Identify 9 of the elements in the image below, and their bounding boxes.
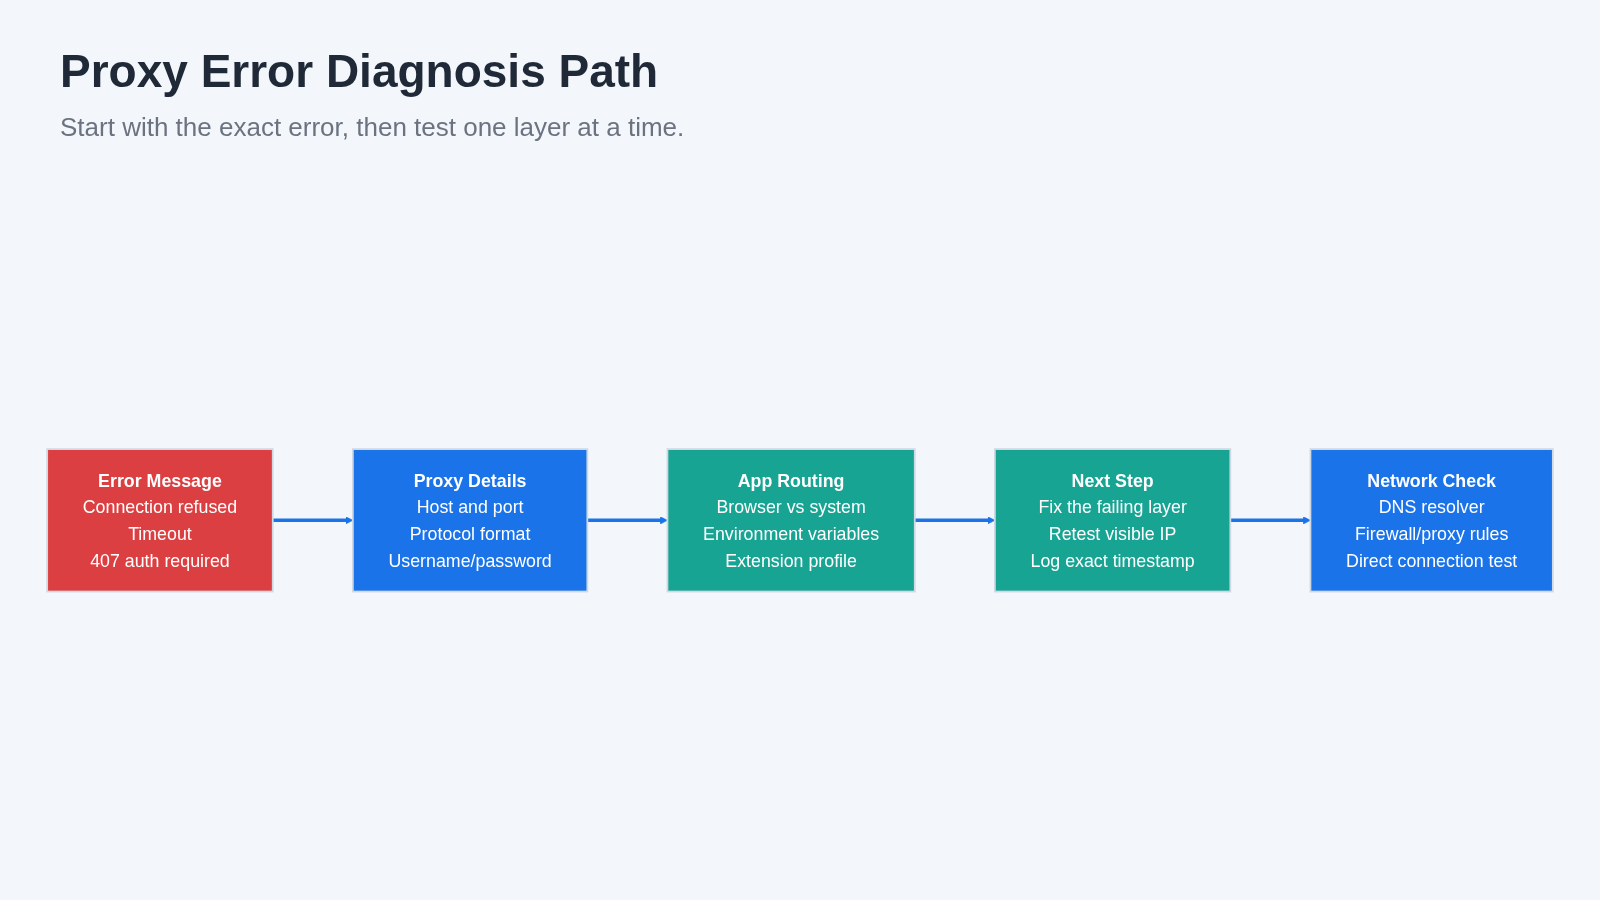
arrow — [1230, 516, 1311, 524]
node-box: Proxy Details Host and port Protocol format Username/password — [351, 447, 589, 593]
node-box: App Routing Browser vs system Environment variables Extension profile — [666, 447, 916, 593]
node-box: Error Message Connection refused Timeout 407 auth required — [46, 447, 274, 593]
node-box: Next Step Fix the failing layer Retest visible IP Log exact timestamp — [994, 447, 1232, 593]
diagram-subtitle: Start with the exact error, then test one layer at a time. — [60, 112, 685, 143]
diagram-title: Proxy Error Diagnosis Path — [60, 44, 659, 98]
arrow — [587, 516, 668, 524]
node-box: Network Check DNS resolver Firewall/proxy rules Direct connection test — [1309, 447, 1554, 593]
